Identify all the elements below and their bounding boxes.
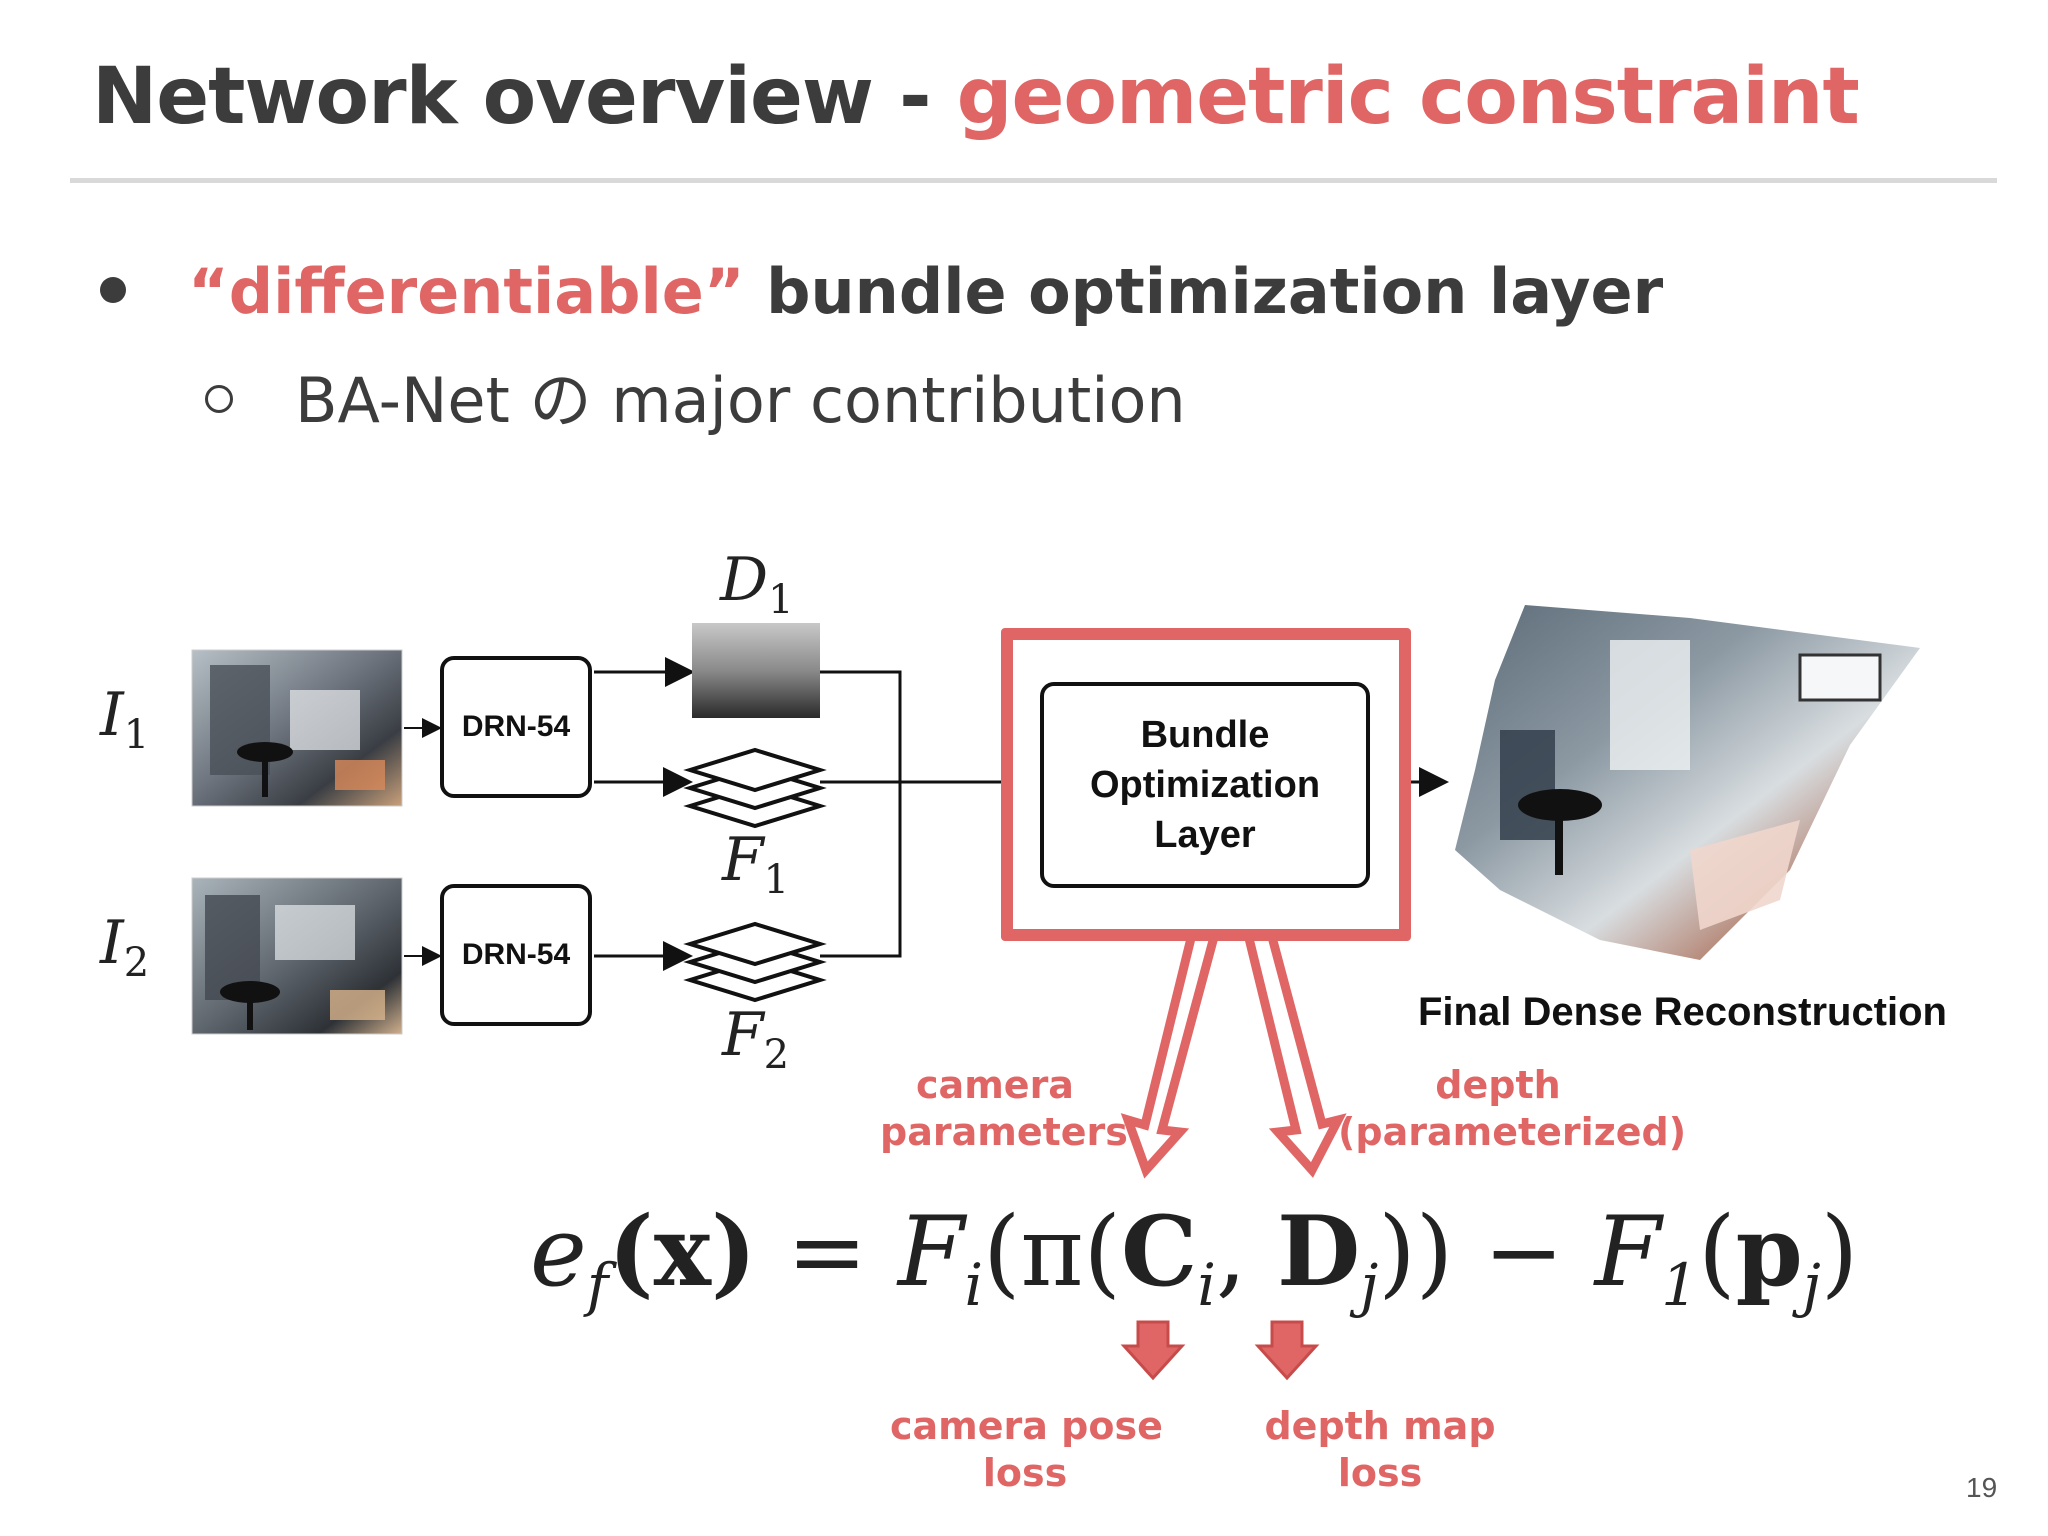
bullet-1-accent: “differentiable” bbox=[188, 255, 745, 328]
depth-map-image bbox=[692, 623, 820, 718]
bullet-2-text: BA-Net の major contribution bbox=[295, 364, 1186, 437]
bullet-dot-icon bbox=[100, 276, 126, 303]
input-image-1 bbox=[191, 649, 403, 807]
title-main: Network overview - bbox=[92, 52, 957, 142]
depth-params-arrow-icon bbox=[1239, 917, 1347, 1178]
feature-1-label: F1 bbox=[722, 825, 790, 903]
depth-parameterized-annotation: depth (parameterized) bbox=[1338, 1063, 1687, 1154]
bullet-2: BA-Net の major contribution bbox=[205, 350, 1186, 440]
feature-stack-2-icon bbox=[683, 921, 827, 1003]
depth-loss-arrow-icon bbox=[1254, 1320, 1320, 1381]
bundle-label-line-1: Bundle bbox=[1140, 714, 1270, 756]
bundle-optimization-layer-box: Bundle Optimization Layer bbox=[1040, 682, 1370, 888]
title-divider bbox=[70, 178, 1997, 183]
depth-label: D1 bbox=[720, 545, 794, 623]
bundle-label-line-3: Layer bbox=[1154, 814, 1256, 856]
encoder-1-label: DRN-54 bbox=[461, 710, 571, 743]
feature-metric-error-equation: ef(x) = Fi(π(Ci, Dj)) − F1(pj) bbox=[530, 1195, 1859, 1320]
feature-2-label: F2 bbox=[722, 1000, 790, 1078]
slide-title: Network overview - geometric constraint bbox=[92, 52, 1860, 142]
input-1-label: I1 bbox=[100, 680, 150, 758]
camera-parameters-annotation: camera parameters bbox=[880, 1063, 1128, 1154]
bullet-1-text: bundle optimization layer bbox=[744, 255, 1664, 328]
bundle-layer-highlight bbox=[1001, 628, 1411, 941]
encoder-2-label: DRN-54 bbox=[461, 938, 571, 971]
input-image-2 bbox=[191, 877, 403, 1035]
encoder-1-box: DRN-54 bbox=[440, 656, 592, 798]
reconstruction-image bbox=[1455, 605, 1920, 960]
title-accent: geometric constraint bbox=[956, 52, 1860, 142]
bullet-1: “differentiable” bundle optimization lay… bbox=[100, 255, 1663, 328]
camera-loss-arrow-icon bbox=[1120, 1320, 1186, 1381]
input-2-label: I2 bbox=[100, 908, 150, 986]
depth-map-loss-annotation: depth map loss bbox=[1264, 1404, 1496, 1495]
camera-params-arrow-icon bbox=[1120, 917, 1224, 1179]
camera-pose-loss-annotation: camera pose loss bbox=[890, 1404, 1163, 1495]
reconstruction-label: Final Dense Reconstruction bbox=[1418, 990, 1947, 1034]
page-number: 19 bbox=[1966, 1472, 1998, 1503]
bullet-circle-icon bbox=[205, 384, 233, 413]
bundle-label-line-2: Optimization bbox=[1089, 764, 1321, 806]
feature-stack-1-icon bbox=[683, 747, 827, 829]
encoder-2-box: DRN-54 bbox=[440, 884, 592, 1026]
